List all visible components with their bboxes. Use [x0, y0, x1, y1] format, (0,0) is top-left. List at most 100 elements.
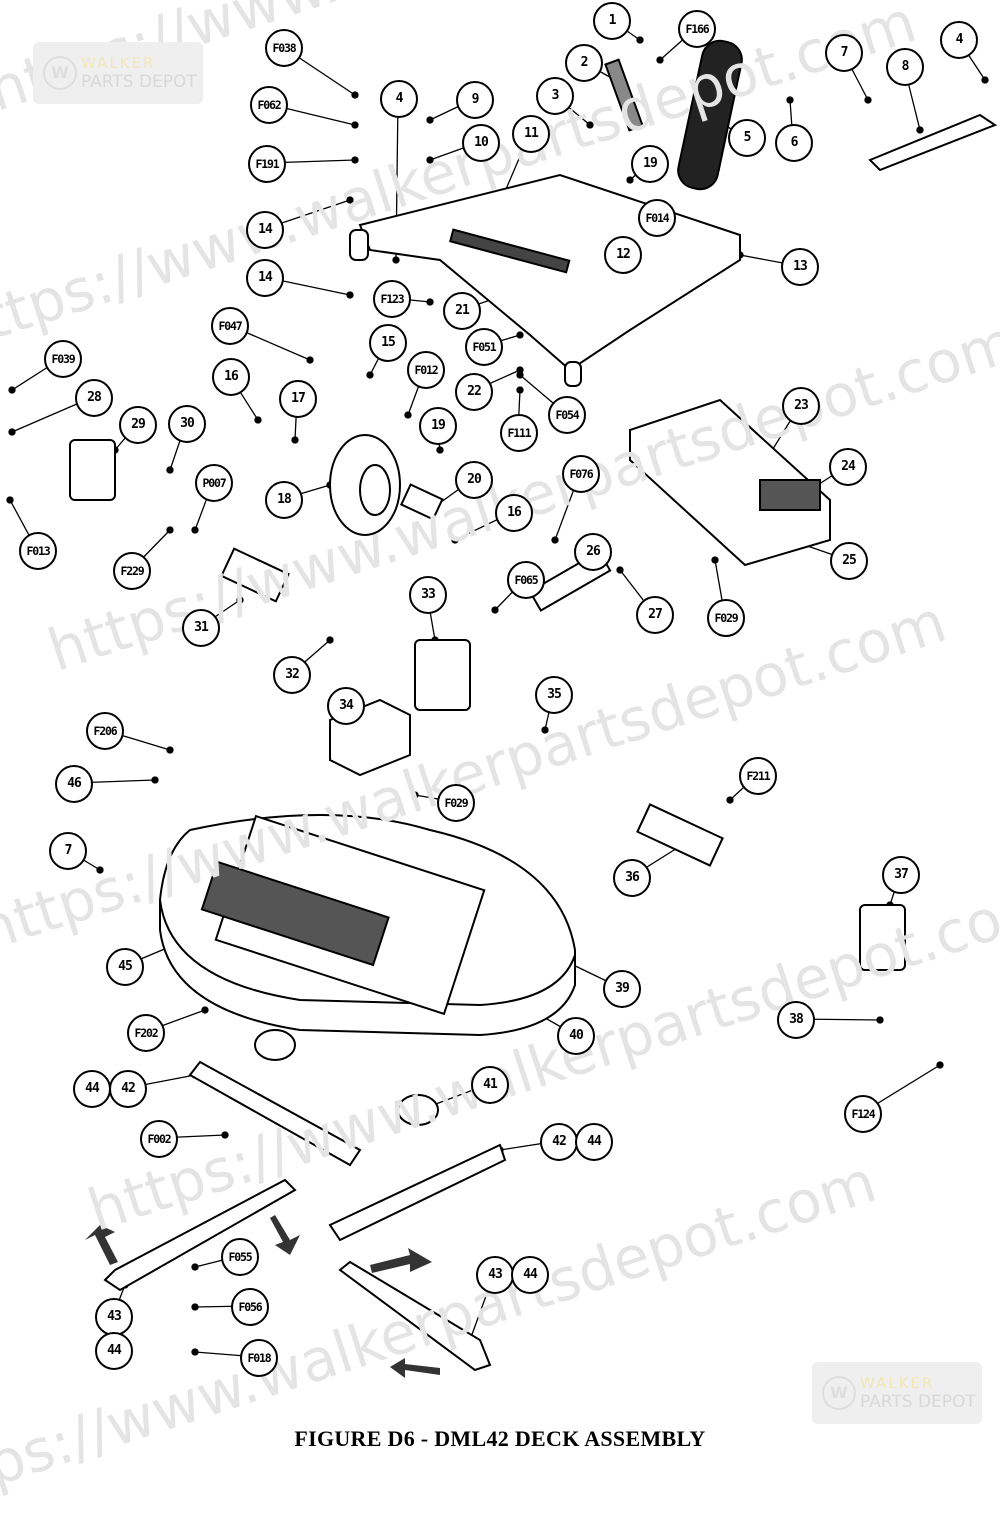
part-callout-9[interactable]: 9 — [456, 81, 494, 119]
logo-w-icon: W — [43, 56, 77, 90]
part-callout-8[interactable]: 8 — [886, 48, 924, 86]
part-marker — [936, 1061, 944, 1069]
part-callout-43[interactable]: 43 — [95, 1298, 133, 1336]
part-callout-10[interactable]: 10 — [462, 124, 500, 162]
part-callout-46[interactable]: 46 — [55, 765, 93, 803]
part-callout-2[interactable]: 2 — [565, 44, 603, 82]
part-callout-f013[interactable]: F013 — [19, 532, 57, 570]
part-callout-f166[interactable]: F166 — [678, 10, 716, 48]
part-callout-f202[interactable]: F202 — [127, 1014, 165, 1052]
part-callout-4[interactable]: 4 — [940, 21, 978, 59]
part-callout-11[interactable]: 11 — [512, 115, 550, 153]
part-callout-f051[interactable]: F051 — [465, 328, 503, 366]
part-callout-45[interactable]: 45 — [106, 948, 144, 986]
part-callout-40[interactable]: 40 — [557, 1017, 595, 1055]
part-callout-19[interactable]: 19 — [419, 407, 457, 445]
part-callout-f055[interactable]: F055 — [221, 1238, 259, 1276]
part-callout-f039[interactable]: F039 — [44, 340, 82, 378]
part-marker — [326, 636, 334, 644]
part-callout-20[interactable]: 20 — [455, 461, 493, 499]
part-callout-32[interactable]: 32 — [273, 656, 311, 694]
part-callout-18[interactable]: 18 — [265, 481, 303, 519]
part-callout-f054[interactable]: F054 — [548, 396, 586, 434]
deck-frame — [358, 173, 741, 372]
part-callout-15[interactable]: 15 — [369, 324, 407, 362]
part-callout-41[interactable]: 41 — [471, 1066, 509, 1104]
part-callout-13[interactable]: 13 — [781, 248, 819, 286]
part-marker — [426, 298, 434, 306]
part-callout-f056[interactable]: F056 — [231, 1288, 269, 1326]
part-callout-4[interactable]: 4 — [380, 80, 418, 118]
part-callout-42[interactable]: 42 — [540, 1123, 578, 1161]
part-callout-f065[interactable]: F065 — [507, 561, 545, 599]
part-callout-f206[interactable]: F206 — [86, 712, 124, 750]
part-callout-14[interactable]: 14 — [246, 259, 284, 297]
part-marker — [191, 1348, 199, 1356]
part-callout-44[interactable]: 44 — [95, 1332, 133, 1370]
part-callout-38[interactable]: 38 — [777, 1001, 815, 1039]
part-callout-24[interactable]: 24 — [829, 448, 867, 486]
part-callout-7[interactable]: 7 — [49, 832, 87, 870]
part-marker — [254, 416, 262, 424]
part-callout-f062[interactable]: F062 — [250, 86, 288, 124]
part-callout-35[interactable]: 35 — [535, 676, 573, 714]
part-callout-43[interactable]: 43 — [476, 1256, 514, 1294]
part-callout-f191[interactable]: F191 — [248, 145, 286, 183]
part-callout-28[interactable]: 28 — [75, 379, 113, 417]
part-callout-31[interactable]: 31 — [182, 609, 220, 647]
part-callout-26[interactable]: 26 — [574, 533, 612, 571]
part-callout-27[interactable]: 27 — [636, 596, 674, 634]
part-callout-44[interactable]: 44 — [575, 1123, 613, 1161]
part-callout-f047[interactable]: F047 — [211, 307, 249, 345]
part-callout-16[interactable]: 16 — [212, 358, 250, 396]
part-callout-1[interactable]: 1 — [593, 2, 631, 40]
part-callout-14[interactable]: 14 — [246, 211, 284, 249]
part-callout-17[interactable]: 17 — [279, 380, 317, 418]
part-callout-f229[interactable]: F229 — [113, 552, 151, 590]
part-callout-f012[interactable]: F012 — [407, 351, 445, 389]
logo-line1: WALKER — [81, 54, 156, 72]
part-callout-39[interactable]: 39 — [603, 970, 641, 1008]
part-callout-3[interactable]: 3 — [536, 77, 574, 115]
part-callout-30[interactable]: 30 — [168, 405, 206, 443]
part-callout-44[interactable]: 44 — [73, 1070, 111, 1108]
part-callout-29[interactable]: 29 — [119, 406, 157, 444]
part-callout-44[interactable]: 44 — [511, 1256, 549, 1294]
part-callout-21[interactable]: 21 — [443, 292, 481, 330]
part-callout-33[interactable]: 33 — [409, 576, 447, 614]
part-marker — [916, 126, 924, 134]
part-callout-16[interactable]: 16 — [495, 494, 533, 532]
part-callout-f076[interactable]: F076 — [562, 455, 600, 493]
part-callout-f111[interactable]: F111 — [500, 414, 538, 452]
part-marker — [366, 371, 374, 379]
part-callout-f029[interactable]: F029 — [707, 599, 745, 637]
gearbox-right — [859, 904, 906, 971]
part-callout-6[interactable]: 6 — [775, 124, 813, 162]
part-callout-5[interactable]: 5 — [728, 119, 766, 157]
part-callout-f029[interactable]: F029 — [437, 784, 475, 822]
part-marker — [491, 606, 499, 614]
part-callout-f014[interactable]: F014 — [638, 199, 676, 237]
part-callout-37[interactable]: 37 — [882, 856, 920, 894]
logo-line2: PARTS DEPOT — [81, 72, 197, 92]
part-callout-7[interactable]: 7 — [825, 34, 863, 72]
part-callout-42[interactable]: 42 — [109, 1070, 147, 1108]
part-marker — [876, 1016, 884, 1024]
part-marker — [291, 436, 299, 444]
part-callout-f038[interactable]: F038 — [265, 29, 303, 67]
part-callout-f123[interactable]: F123 — [373, 280, 411, 318]
part-callout-25[interactable]: 25 — [830, 542, 868, 580]
part-callout-34[interactable]: 34 — [327, 687, 365, 725]
part-callout-12[interactable]: 12 — [604, 236, 642, 274]
part-marker — [392, 256, 400, 264]
part-callout-p007[interactable]: P007 — [195, 464, 233, 502]
part-marker — [404, 411, 412, 419]
part-callout-23[interactable]: 23 — [782, 387, 820, 425]
part-callout-19[interactable]: 19 — [631, 145, 669, 183]
part-callout-f002[interactable]: F002 — [140, 1120, 178, 1158]
part-callout-22[interactable]: 22 — [455, 373, 493, 411]
part-callout-f018[interactable]: F018 — [240, 1339, 278, 1377]
part-callout-f211[interactable]: F211 — [739, 757, 777, 795]
part-callout-36[interactable]: 36 — [613, 859, 651, 897]
part-callout-f124[interactable]: F124 — [844, 1095, 882, 1133]
